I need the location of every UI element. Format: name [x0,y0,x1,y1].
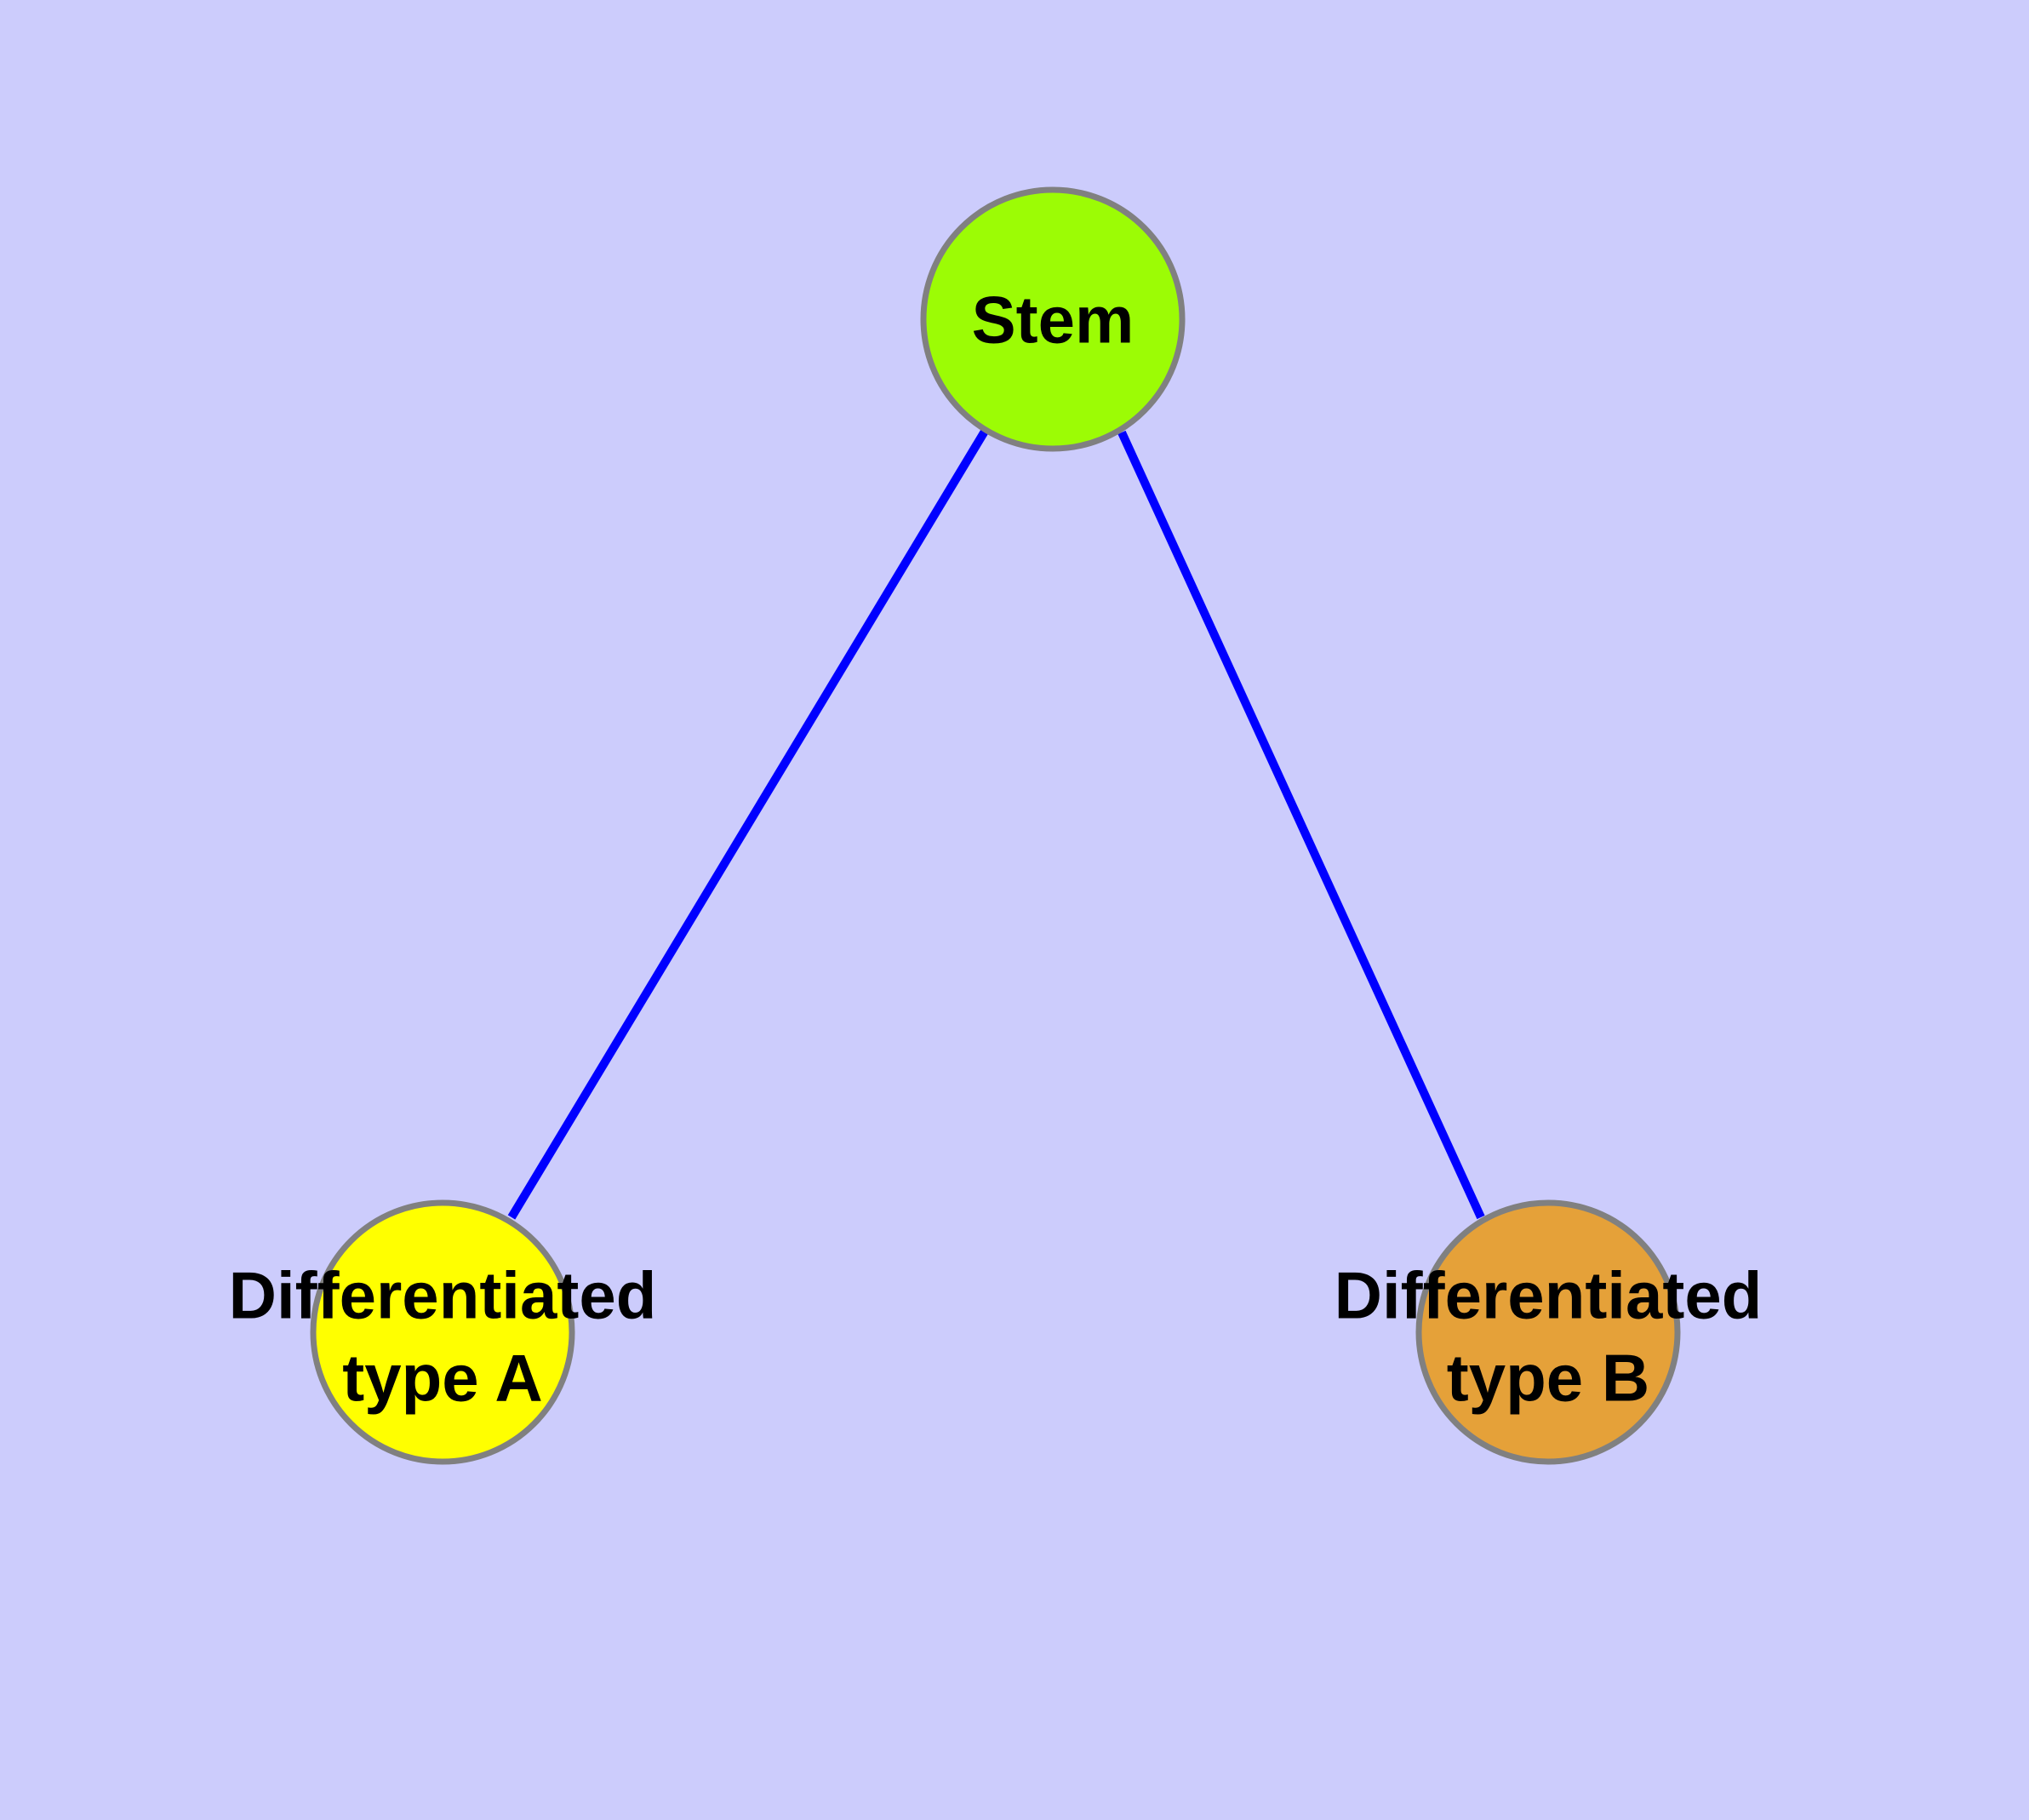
edge-layer [507,427,1485,1220]
node-differentiated-type-a[interactable]: Differentiated type A [229,1199,657,1465]
edge-stem-to-differentiated-type-a[interactable] [507,427,990,1220]
node-stem-label: Stem [972,283,1135,358]
node-differentiated-type-a-label-line1: Differentiated [229,1258,657,1333]
node-differentiated-type-a-circle[interactable] [310,1199,575,1465]
node-stem-circle[interactable] [920,186,1186,452]
node-differentiated-type-b[interactable]: Differentiated type B [1335,1199,1763,1465]
node-differentiated-type-b-circle[interactable] [1415,1199,1681,1465]
edge-stem-to-differentiated-type-b[interactable] [1117,430,1485,1220]
node-layer: Stem Differentiated type A Differentiate… [229,186,1763,1465]
node-differentiated-type-b-label-line1: Differentiated [1335,1258,1763,1333]
node-stem[interactable]: Stem [920,186,1186,452]
node-differentiated-type-a-label-line2: type A [342,1341,543,1416]
node-differentiated-type-b-label-line2: type B [1447,1341,1649,1416]
